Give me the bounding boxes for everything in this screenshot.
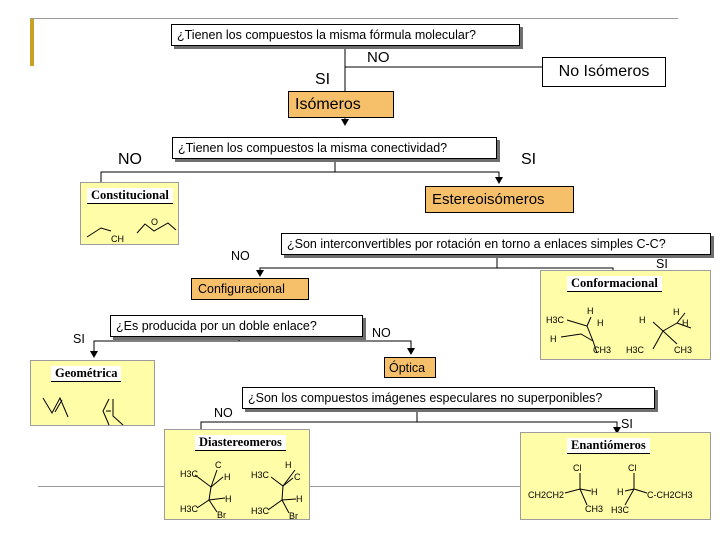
frame-bottom-rule: [38, 486, 678, 487]
geometrica-structures: [42, 396, 124, 426]
label-si-connectivity: SI: [521, 151, 537, 168]
conformacional-m2-e: CH3: [674, 345, 692, 355]
diastereomeros-m2-a: H: [285, 460, 292, 470]
card-constitucional-title: Constitucional: [87, 188, 173, 204]
card-diastereomeros-title: Diastereomeros: [195, 435, 286, 451]
diastereomeros-m1-e: H: [225, 494, 232, 504]
frame-vertical-bar: [30, 18, 34, 66]
question-same-molecular-formula: ¿Tienen los compuestos la misma fórmula …: [171, 24, 520, 46]
card-geometrica-title: Geométrica: [51, 366, 122, 382]
conformacional-m2-b: H: [673, 307, 680, 317]
conformacional-m1-b: H: [587, 306, 594, 316]
constitucional-o-label: O: [151, 217, 158, 227]
conformacional-m1-a: H3C: [546, 315, 565, 325]
diastereomeros-m2-f: Br: [289, 511, 298, 521]
conformacional-structures: H3C H H H CH3 H H H H3C CH3: [546, 306, 692, 355]
diastereomeros-m1-c: H: [224, 472, 231, 482]
diastereomeros-m2-d: H3C: [251, 506, 270, 516]
question-mirror-images: ¿Son los compuestos imágenes especulares…: [242, 387, 655, 409]
diastereomeros-m2-b: H3C: [251, 470, 270, 480]
label-no-formula: NO: [367, 49, 390, 66]
label-si-mirror: SI: [621, 417, 633, 431]
diastereomeros-m2-c: C: [294, 472, 301, 482]
result-estereoisomeros: Estereoisómeros: [425, 186, 574, 213]
label-no-mirror: NO: [214, 406, 233, 420]
label-no-connectivity: NO: [118, 151, 142, 168]
constitucional-ch-label: CH: [111, 234, 124, 244]
diastereomeros-m1-f: Br: [217, 510, 226, 520]
card-conformacional: Conformacional H3C H H H CH3 H H H H3C C…: [540, 270, 711, 360]
diastereomeros-m2-e: H: [296, 494, 303, 504]
conformacional-m2-c: H: [682, 318, 689, 328]
question-interconvertible-rotation: ¿Son interconvertibles por rotación en t…: [281, 233, 711, 255]
result-configuracional: Configuracional: [191, 278, 309, 300]
question-double-bond: ¿Es producida por un doble enlace?: [110, 315, 363, 337]
label-no-rotation: NO: [231, 249, 250, 263]
enantiomeros-m2-d: H3C: [611, 505, 630, 515]
conformacional-m2-a: H: [639, 315, 646, 325]
card-constitucional: Constitucional CH O: [80, 182, 179, 245]
result-no-isomeros: No Isómeros: [542, 57, 666, 87]
diastereomeros-m1-a: C: [215, 460, 222, 470]
card-geometrica: Geométrica: [30, 360, 155, 426]
card-conformacional-title: Conformacional: [567, 276, 662, 292]
enantiomeros-structures: Cl CH2CH2 H CH3 Cl H C-CH2CH3 H3C: [528, 463, 693, 515]
constitucional-structures: CH O: [86, 217, 177, 244]
result-optica: Óptica: [384, 357, 436, 378]
conformacional-m1-d: H: [550, 334, 557, 344]
enantiomeros-m2-b: H: [617, 487, 624, 497]
label-si-rotation: SI: [656, 257, 668, 271]
label-si-formula: SI: [315, 71, 331, 88]
card-enantiomeros: Enantiómeros Cl CH2CH2 H CH3 Cl H C-CH2C…: [520, 432, 711, 520]
enantiomeros-m2-c: C-CH2CH3: [647, 490, 693, 500]
enantiomeros-m2-a: Cl: [628, 463, 637, 473]
diastereomeros-structures: C H3C H H3C H Br H H3C C H3C H Br: [180, 460, 303, 521]
result-isomeros: Isómeros: [288, 91, 394, 118]
conformacional-m1-c: H: [597, 318, 604, 328]
diastereomeros-m1-b: H3C: [180, 469, 199, 479]
card-diastereomeros: Diastereomeros C H3C H H3C H Br H H3C C …: [164, 429, 310, 521]
enantiomeros-m1-c: H: [591, 487, 598, 497]
enantiomeros-m1-b: CH2CH2: [528, 490, 564, 500]
question-same-connectivity: ¿Tienen los compuestos la misma conectiv…: [172, 137, 497, 159]
card-enantiomeros-title: Enantiómeros: [567, 438, 650, 454]
frame-top-rule: [30, 18, 678, 19]
enantiomeros-m1-a: Cl: [573, 463, 582, 473]
label-no-double-bond: NO: [372, 326, 391, 340]
conformacional-m1-e: CH3: [593, 345, 611, 355]
enantiomeros-m1-d: CH3: [585, 504, 603, 514]
conformacional-m2-d: H3C: [626, 345, 645, 355]
label-si-double-bond: SI: [73, 332, 85, 346]
diastereomeros-m1-d: H3C: [180, 504, 199, 514]
